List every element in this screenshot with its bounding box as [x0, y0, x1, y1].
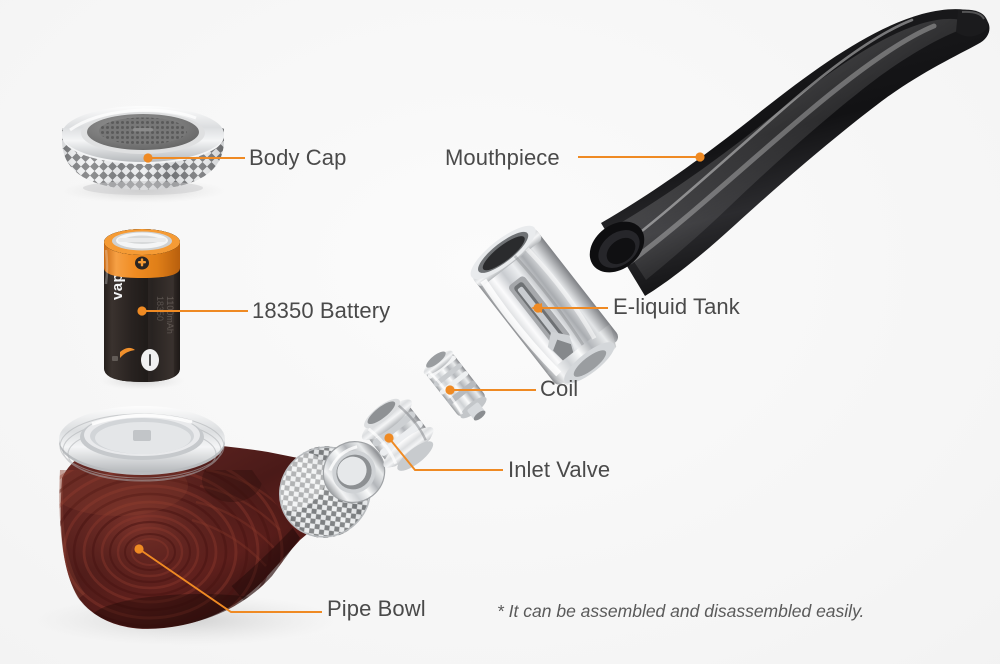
callout-label-battery: 18350 Battery — [252, 298, 391, 323]
part-eliquid-tank — [470, 225, 619, 385]
dot-mouthpiece — [695, 152, 705, 162]
dot-coil — [445, 385, 455, 395]
part-mouthpiece — [589, 9, 990, 297]
callout-label-pipe-bowl: Pipe Bowl — [327, 596, 426, 621]
svg-text:1100mAh: 1100mAh — [165, 296, 175, 334]
dot-body-cap — [143, 153, 153, 163]
svg-text:18350: 18350 — [155, 296, 165, 321]
callout-label-coil: Coil — [540, 376, 579, 401]
callout-label-eliquid-tank: E-liquid Tank — [613, 294, 740, 319]
dot-battery — [137, 306, 147, 316]
callout-label-inlet-valve: Inlet Valve — [508, 457, 611, 482]
leader-inlet-valve — [388, 437, 503, 471]
part-body-cap — [62, 106, 224, 195]
footnote: * It can be assembled and disassembled e… — [497, 601, 865, 621]
part-pipe-bowl — [59, 406, 386, 629]
part-inlet-valve — [361, 398, 434, 471]
dot-inlet-valve — [384, 433, 394, 443]
dot-pipe-bowl — [134, 544, 144, 554]
part-battery: 18350 1100mAh vape only — [104, 229, 180, 382]
leader-pipe-bowl — [138, 548, 322, 613]
callout-label-mouthpiece: Mouthpiece — [445, 145, 560, 170]
callout-label-body-cap: Body Cap — [249, 145, 347, 170]
arrowhead-eliquid — [531, 303, 542, 313]
callout-leaders — [138, 156, 700, 613]
part-coil — [423, 350, 487, 421]
